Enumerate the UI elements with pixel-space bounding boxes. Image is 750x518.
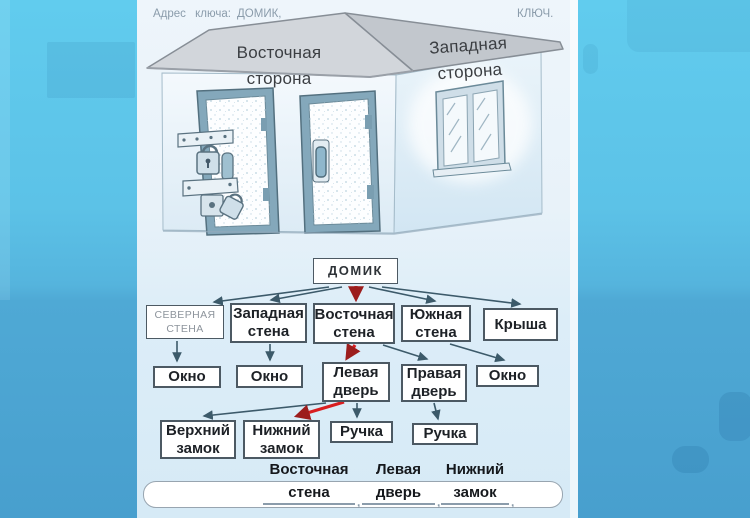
tree-node-handle2: Ручка (412, 423, 478, 445)
address-prefix-label: Адрес ключа: (153, 8, 231, 20)
door-handle-icon (315, 146, 327, 178)
tree-node-handle1: Ручка (330, 421, 393, 443)
background-shape (0, 0, 10, 300)
tree-node-lower-lock: Нижний замок (243, 420, 320, 459)
ground-line (162, 213, 543, 235)
house-illustration (146, 12, 564, 236)
hinge-icon (365, 115, 372, 129)
panel-edge-highlight (570, 0, 578, 518)
hinge-icon (263, 188, 269, 201)
padlock-icon (196, 144, 220, 175)
background-shape (47, 42, 135, 98)
tree-node-window1: Окно (153, 366, 221, 388)
answer-word-lower: Нижний (445, 461, 505, 478)
window (432, 80, 512, 178)
window-sill (432, 162, 512, 178)
tree-node-window2: Окно (236, 365, 303, 388)
tree-node-east-wall: Восточная стена (313, 303, 395, 344)
tree-node-left-door: Левая дверь (322, 362, 390, 402)
background-shape (672, 446, 709, 473)
lock-box-icon (200, 194, 224, 217)
answer-word-left: Левая (376, 461, 421, 478)
tree-node-south-wall: Южная стена (401, 305, 471, 342)
tree-node-right-door: Правая дверь (401, 364, 467, 402)
plank-icon (182, 177, 239, 197)
door-handle-icon (221, 152, 234, 181)
address-blank-wall: стена (263, 484, 355, 505)
tree-node-window3: Окно (476, 365, 539, 387)
address-blank-lock: замок (441, 484, 509, 505)
plank-icon (177, 129, 234, 148)
background-shape (719, 392, 750, 441)
address-blank-door: дверь (362, 484, 435, 505)
background-shape (627, 0, 750, 52)
address-root-word: ДОМИК, (237, 8, 282, 20)
tree-node-root: ДОМИК (313, 258, 398, 284)
address-comma: , (511, 495, 515, 509)
roof (146, 12, 564, 79)
left-door (177, 87, 280, 236)
hinge-icon (367, 185, 374, 199)
address-comma: , (437, 495, 441, 509)
address-comma: , (357, 495, 361, 509)
right-door (299, 90, 381, 234)
glass-reflection-icon (446, 97, 492, 153)
background-shape (583, 44, 598, 74)
west-side-label: Западная сторона (428, 33, 508, 83)
answer-word-east: Восточная (269, 461, 349, 478)
east-side-label: Восточная сторона (236, 43, 322, 88)
padlock-icon (219, 193, 244, 220)
hinge-icon (261, 118, 267, 131)
tree-node-roof: Крыша (483, 308, 558, 341)
tree-node-upper-lock: Верхний замок (160, 420, 236, 459)
tree-node-west-wall: Западная стена (230, 303, 307, 343)
tree-node-north-wall: СЕВЕРНАЯ СТЕНА (146, 305, 224, 339)
address-suffix-label: КЛЮЧ. (517, 8, 554, 20)
